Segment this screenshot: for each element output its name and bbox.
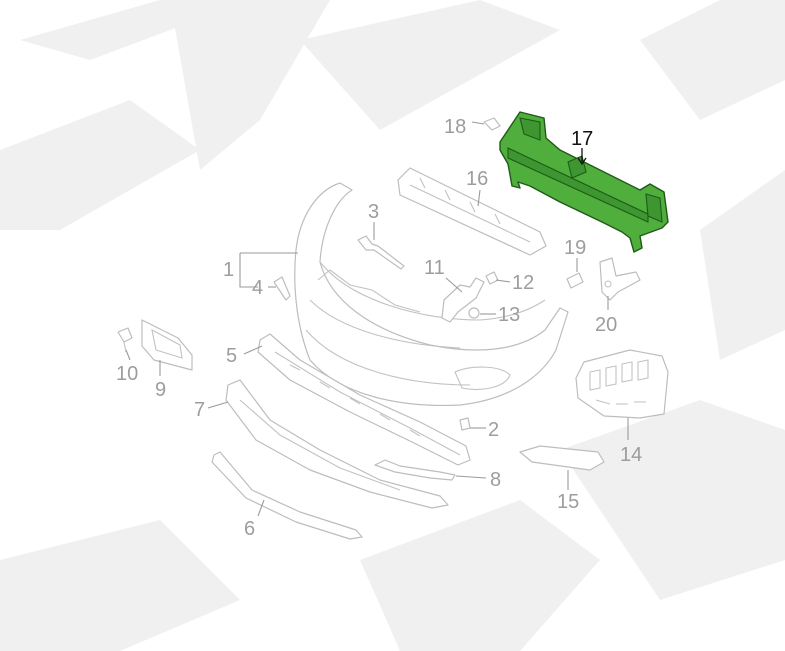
part-impact-absorber [397,167,547,256]
part-bracket-4 [273,276,291,301]
callout-19: 19 [564,237,586,259]
part-bumper-cover [294,182,569,407]
leader-lines [125,121,629,517]
part-bumper-reinforcement-highlighted[interactable] [499,111,669,253]
callout-labels: 1 2 3 4 5 6 7 8 9 10 11 12 13 14 15 16 1… [116,116,642,540]
part-clip-3 [357,235,405,270]
callout-13: 13 [498,304,520,326]
callout-10: 10 [116,363,138,385]
callout-1: 1 [223,259,234,281]
part-tow-cover [519,445,605,471]
callout-9: 9 [155,379,166,401]
part-bracket-20 [599,257,641,301]
callout-20: 20 [595,314,617,336]
callout-18: 18 [444,116,466,138]
part-plate-9 [141,319,193,371]
part-bolt-10 [117,327,133,353]
part-clip-19 [566,272,584,289]
callout-2: 2 [488,419,499,441]
part-bolt-18 [483,117,501,131]
callout-7: 7 [194,399,205,421]
callout-11: 11 [424,257,445,279]
callout-6: 6 [244,518,255,540]
callout-3: 3 [368,201,379,223]
callout-16: 16 [466,168,488,190]
callout-8: 8 [490,469,501,491]
callout-17: 17 [571,128,593,150]
callout-4: 4 [252,277,263,299]
part-screw-2 [459,417,471,431]
callout-12: 12 [512,272,534,294]
part-air-guide [575,349,669,419]
callout-15: 15 [557,491,579,513]
part-bracket-11 [441,277,485,323]
callout-14: 14 [620,444,642,466]
part-lower-grille [257,333,471,466]
part-trim-8 [374,459,456,481]
part-front-lip [211,451,363,540]
part-lower-support [225,379,449,509]
callout-5: 5 [226,345,237,367]
